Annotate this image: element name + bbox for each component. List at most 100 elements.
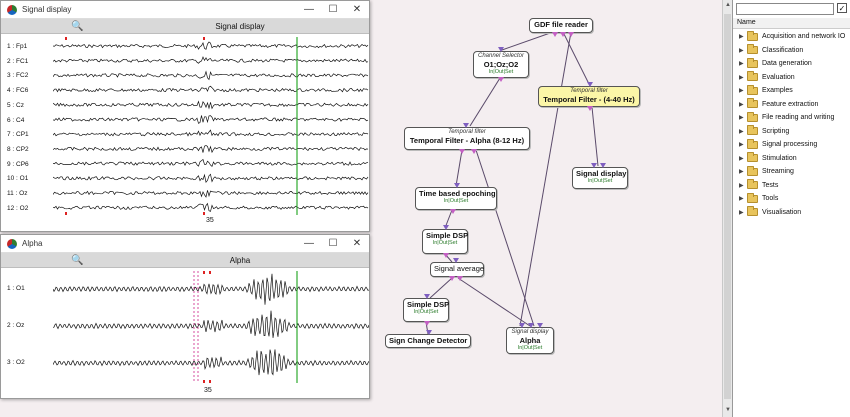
box-temporal-filter-alpha[interactable]: Temporal filter Temporal Filter - Alpha … — [404, 123, 530, 154]
window-titlebar[interactable]: Alpha — ☐ ✕ — [1, 235, 369, 253]
search-input[interactable] — [736, 3, 834, 15]
output-pin[interactable] — [443, 253, 449, 258]
input-pin[interactable] — [591, 163, 597, 168]
output-pin[interactable] — [568, 32, 574, 37]
window-titlebar[interactable]: Signal display — ☐ ✕ — [1, 1, 369, 19]
output-pin[interactable] — [459, 149, 465, 154]
scroll-thumb[interactable] — [724, 14, 731, 399]
box-name: O1;Oz;O2 — [483, 60, 519, 69]
category-item[interactable]: ▶Visualisation — [733, 206, 850, 220]
canvas-vertical-scrollbar[interactable]: ▲ ▼ — [722, 0, 732, 417]
category-item[interactable]: ▶Acquisition and network IO — [733, 30, 850, 44]
category-label: Examples — [762, 87, 793, 95]
input-pin[interactable] — [463, 123, 469, 128]
expand-arrow-icon[interactable]: ▶ — [739, 142, 744, 149]
input-pin[interactable] — [587, 82, 593, 87]
output-pin[interactable] — [449, 276, 455, 281]
channel-label: 2 : Oz — [7, 322, 25, 329]
expand-arrow-icon[interactable]: ▶ — [739, 61, 744, 68]
box-gdf-file-reader[interactable]: GDF file reader — [529, 18, 593, 37]
category-item[interactable]: ▶File reading and writing — [733, 111, 850, 125]
box-temporal-filter-wide[interactable]: Temporal filter Temporal Filter - (4-40 … — [538, 82, 640, 111]
category-item[interactable]: ▶Data generation — [733, 57, 850, 71]
category-item[interactable]: ▶ Examples — [733, 84, 850, 98]
close-icon[interactable]: ✕ — [352, 238, 362, 249]
category-item[interactable]: ▶Evaluation — [733, 71, 850, 85]
output-pin[interactable] — [457, 276, 463, 281]
window-toolbar: 🔍 Alpha — [1, 253, 369, 268]
category-item[interactable]: ▶ Tools — [733, 192, 850, 206]
expand-arrow-icon[interactable]: ▶ — [739, 74, 744, 81]
expand-arrow-icon[interactable]: ▶ — [739, 196, 744, 203]
output-pin[interactable] — [498, 77, 504, 82]
close-icon[interactable]: ✕ — [352, 4, 362, 15]
expand-arrow-icon[interactable]: ▶ — [739, 169, 744, 176]
alpha-trace — [52, 349, 370, 376]
category-item[interactable]: ▶Stimulation — [733, 152, 850, 166]
box-type: Signal display — [511, 329, 549, 335]
input-pin[interactable] — [528, 323, 534, 328]
channel-label: 9 : CP6 — [7, 160, 29, 168]
box-sign-change-detector[interactable]: Sign Change Detector — [385, 330, 471, 348]
expand-arrow-icon[interactable]: ▶ — [739, 115, 744, 122]
output-pin[interactable] — [424, 321, 430, 326]
output-pin[interactable] — [471, 149, 477, 154]
box-time-based-epoching[interactable]: Time based epoching In|Out|Set — [415, 183, 497, 214]
window-toolbar: 🔍 Signal display — [1, 19, 369, 34]
input-pin[interactable] — [454, 183, 460, 188]
category-item[interactable]: ▶Feature extraction — [733, 98, 850, 112]
input-pin[interactable] — [519, 323, 525, 328]
category-item[interactable]: ▶Streaming — [733, 165, 850, 179]
input-pin[interactable] — [498, 47, 504, 52]
stimulation-marker — [203, 380, 205, 383]
link-selector-alphafilter — [469, 77, 501, 127]
scroll-down-icon[interactable]: ▼ — [725, 407, 731, 413]
scroll-up-icon[interactable]: ▲ — [725, 2, 731, 8]
box-simple-dsp-2[interactable]: Simple DSP In|Out|Set — [403, 294, 449, 326]
expand-arrow-icon[interactable]: ▶ — [739, 182, 744, 189]
category-item[interactable]: ▶Signal processing — [733, 138, 850, 152]
box-name: Temporal Filter - (4-40 Hz) — [543, 95, 635, 104]
box-channel-selector[interactable]: Channel Selector O1;Oz;O2 In|Out|Set — [473, 47, 529, 82]
eeg-trace — [52, 158, 369, 168]
expand-arrow-icon[interactable]: ▶ — [739, 88, 744, 95]
minimize-icon[interactable]: — — [304, 4, 314, 15]
expand-arrow-icon[interactable]: ▶ — [739, 34, 744, 41]
eeg-trace — [52, 100, 369, 110]
box-signal-display-right[interactable]: Signal display In|Out|Set — [572, 163, 628, 189]
input-pin[interactable] — [424, 294, 430, 299]
expand-arrow-icon[interactable]: ▶ — [739, 101, 744, 108]
category-label: Scripting — [762, 127, 790, 135]
category-label: Tools — [762, 195, 779, 203]
minimize-icon[interactable]: — — [304, 238, 314, 249]
input-pin[interactable] — [600, 163, 606, 168]
expand-arrow-icon[interactable]: ▶ — [739, 209, 744, 216]
maximize-icon[interactable]: ☐ — [328, 4, 338, 15]
category-item[interactable]: ▶ Scripting — [733, 125, 850, 139]
signal-display-window[interactable]: Signal display — ☐ ✕ 🔍 Signal display 1 … — [0, 0, 370, 232]
category-item[interactable]: ▶Tests — [733, 179, 850, 193]
box-simple-dsp-1[interactable]: Simple DSP In|Out|Set — [422, 225, 468, 258]
zoom-icon[interactable]: 🔍 — [71, 20, 84, 32]
output-pin[interactable] — [450, 209, 456, 214]
input-pin[interactable] — [443, 225, 449, 230]
tree-column-header[interactable]: Name — [733, 18, 850, 29]
output-pin[interactable] — [587, 106, 593, 111]
box-alpha-display[interactable]: Signal display Alpha In|Out|Set — [506, 323, 554, 354]
expand-arrow-icon[interactable]: ▶ — [739, 47, 744, 54]
zoom-icon[interactable]: 🔍 — [71, 254, 84, 266]
signal-plot[interactable] — [52, 37, 369, 215]
input-pin[interactable] — [537, 323, 543, 328]
expand-arrow-icon[interactable]: ▶ — [739, 128, 744, 135]
input-pin[interactable] — [426, 330, 432, 335]
output-pin[interactable] — [552, 32, 558, 37]
output-pin[interactable] — [560, 32, 566, 37]
maximize-icon[interactable]: ☐ — [328, 238, 338, 249]
category-item[interactable]: ▶Classification — [733, 44, 850, 58]
box-signal-average[interactable]: Signal average — [430, 258, 484, 281]
alpha-plot[interactable] — [52, 271, 370, 383]
checkbox-icon[interactable]: ✓ — [837, 3, 847, 13]
expand-arrow-icon[interactable]: ▶ — [739, 155, 744, 162]
input-pin[interactable] — [453, 258, 459, 263]
